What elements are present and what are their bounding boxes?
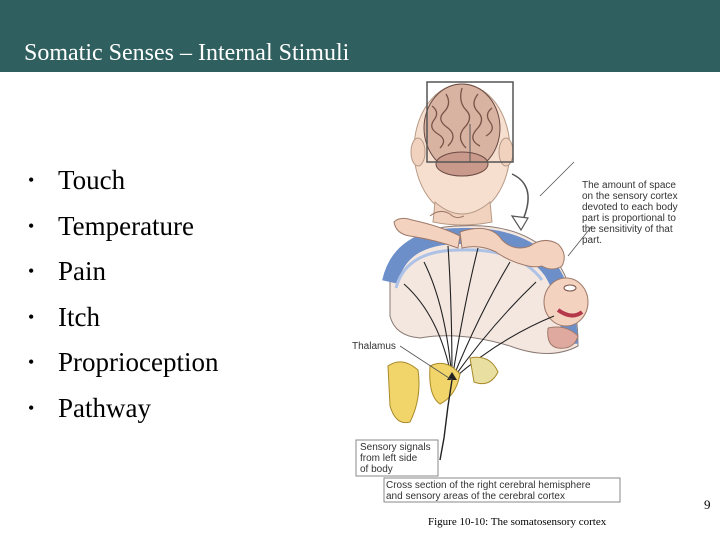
bullet-dot: •: [28, 215, 35, 236]
homunculus-illustration: [393, 161, 593, 349]
bullet-item: • Pathway: [28, 386, 218, 432]
bullet-dot: •: [28, 397, 35, 418]
sensory-signals-label: Sensory signals from left side of body: [360, 442, 431, 475]
bullet-dot: •: [28, 261, 35, 282]
thalamus-illustration: [387, 345, 499, 461]
bullet-dot: •: [28, 306, 35, 327]
bullet-item: • Pain: [28, 249, 218, 295]
title-bar: Somatic Senses – Internal Stimuli: [0, 0, 720, 72]
bullet-dot: •: [28, 170, 35, 191]
bullet-text: Pathway: [58, 392, 151, 423]
slide-title: Somatic Senses – Internal Stimuli: [24, 40, 350, 66]
bullet-item: • Itch: [28, 295, 218, 341]
bullet-text: Proprioception: [58, 347, 219, 378]
bullet-text: Pain: [58, 256, 107, 287]
bullet-text: Touch: [58, 165, 126, 196]
figure-illustration: [355, 81, 621, 503]
cross-section-label: Cross section of the right cerebral hemi…: [386, 480, 591, 502]
somatosensory-figure: The amount of space on the sensory corte…: [340, 76, 720, 508]
figure-caption: Figure 10-10: The somatosensory cortex: [428, 516, 607, 528]
bullet-list: • Touch • Temperature • Pain • Itch • Proprio…: [28, 158, 218, 431]
bullet-item: • Temperature: [28, 204, 218, 250]
thalamus-label: Thalamus: [352, 341, 396, 352]
bullet-dot: •: [28, 352, 35, 373]
pointer-arrow: [511, 173, 529, 223]
bullet-text: Temperature: [58, 210, 195, 241]
bullet-item: • Proprioception: [28, 340, 218, 386]
cortex-callout-text: The amount of space on the sensory corte…: [582, 180, 678, 246]
head-illustration: [410, 81, 514, 226]
bullet-text: Itch: [58, 301, 100, 332]
bullet-item: • Touch: [28, 158, 218, 204]
page-number: 9: [704, 497, 711, 512]
